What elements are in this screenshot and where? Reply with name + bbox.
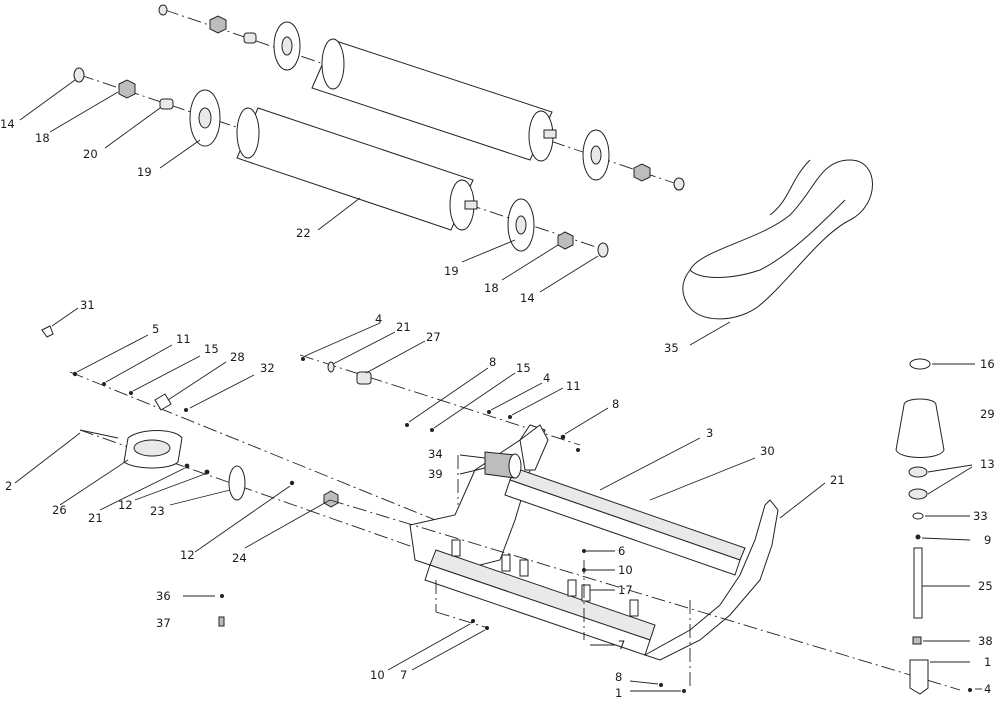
callout-label: 15 xyxy=(204,342,219,356)
callout-label: 31 xyxy=(80,298,95,312)
callout-label: 21 xyxy=(830,473,845,487)
callout-labels: 14 18 20 19 22 19 18 14 35 31 5 11 15 28… xyxy=(0,117,995,700)
callout-label: 4 xyxy=(543,371,550,385)
callout-label: 11 xyxy=(566,379,581,393)
roller-leaders xyxy=(19,79,599,293)
callout-label: 20 xyxy=(83,147,98,161)
callout-label: 24 xyxy=(232,551,247,565)
callout-label: 21 xyxy=(396,320,411,334)
spindle-stack xyxy=(895,358,982,695)
callout-label: 7 xyxy=(618,638,625,652)
callout-label: 1 xyxy=(615,686,622,700)
callout-label: 39 xyxy=(428,467,443,481)
callout-label: 28 xyxy=(230,350,245,364)
callout-label: 35 xyxy=(664,341,679,355)
callout-label: 29 xyxy=(980,407,995,421)
callout-label: 12 xyxy=(180,548,195,562)
callout-label: 32 xyxy=(260,361,275,375)
callout-label: 38 xyxy=(978,634,993,648)
callout-label: 16 xyxy=(980,357,995,371)
callout-label: 10 xyxy=(370,668,385,682)
callout-label: 34 xyxy=(428,447,443,461)
callout-label: 37 xyxy=(156,616,171,630)
callout-label: 30 xyxy=(760,444,775,458)
callout-label: 10 xyxy=(618,563,633,577)
callout-label: 6 xyxy=(618,544,625,558)
callout-label: 4 xyxy=(984,682,991,696)
callout-label: 11 xyxy=(176,332,191,346)
callout-label: 33 xyxy=(973,509,988,523)
callout-label: 13 xyxy=(980,457,995,471)
callout-label: 15 xyxy=(516,361,531,375)
callout-label: 1 xyxy=(984,655,991,669)
left-hardware xyxy=(14,307,581,627)
callout-label: 22 xyxy=(296,226,311,240)
callout-label: 18 xyxy=(35,131,50,145)
upper-roller-assembly xyxy=(158,4,685,191)
callout-label: 27 xyxy=(426,330,441,344)
frame xyxy=(329,424,961,693)
callout-label: 21 xyxy=(88,511,103,525)
callout-label: 19 xyxy=(137,165,152,179)
callout-label: 3 xyxy=(706,426,713,440)
callout-label: 4 xyxy=(375,312,382,326)
callout-label: 2 xyxy=(5,479,12,493)
middle-hardware xyxy=(301,322,609,452)
callout-label: 8 xyxy=(612,397,619,411)
callout-label: 8 xyxy=(615,670,622,684)
callout-label: 36 xyxy=(156,589,171,603)
callout-label: 12 xyxy=(118,498,133,512)
callout-label: 5 xyxy=(152,322,159,336)
callout-label: 25 xyxy=(978,579,993,593)
belt xyxy=(682,159,873,346)
callout-label: 9 xyxy=(984,533,991,547)
callout-label: 19 xyxy=(444,264,459,278)
callout-label: 7 xyxy=(400,668,407,682)
callout-label: 17 xyxy=(618,583,633,597)
lower-roller-assembly xyxy=(73,67,609,258)
callout-label: 14 xyxy=(0,117,15,131)
callout-label: 23 xyxy=(150,504,165,518)
callout-label: 18 xyxy=(484,281,499,295)
callout-label: 14 xyxy=(520,291,535,305)
callout-label: 8 xyxy=(489,355,496,369)
callout-label: 26 xyxy=(52,503,67,517)
